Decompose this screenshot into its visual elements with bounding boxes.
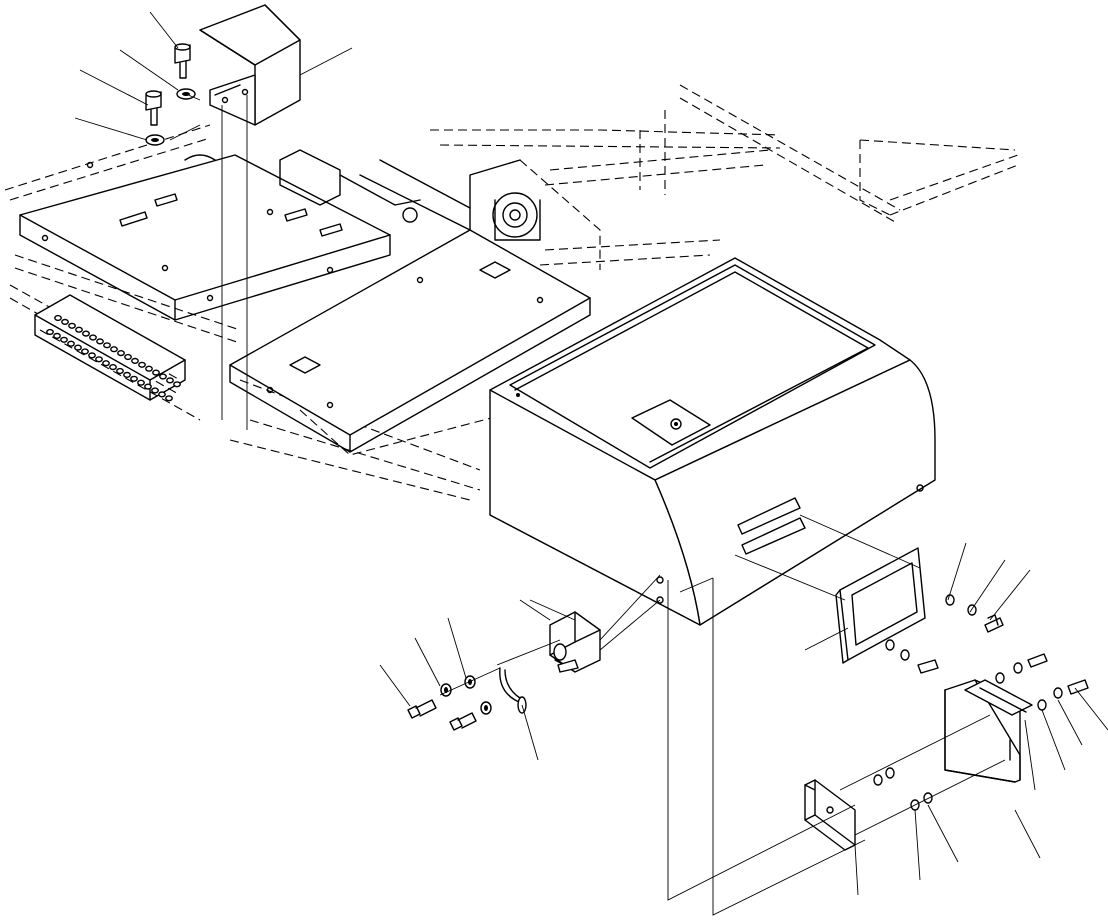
terminal-pin [116, 367, 124, 375]
terminal-pin [123, 371, 131, 379]
terminal-pin [60, 336, 68, 343]
control-panel-fasteners [995, 653, 1089, 711]
terminal-pin [152, 369, 160, 376]
assembly-guide-lines-top [169, 93, 248, 430]
terminal-pin [138, 361, 146, 368]
terminal-pin [96, 338, 104, 345]
bracket-cover-top [199, 4, 301, 126]
terminal-pin [75, 326, 83, 333]
assembly-guide-lines-lower [667, 577, 866, 916]
switch-unit [529, 574, 661, 673]
washer-switch-1 [464, 675, 476, 689]
terminal-pin [117, 350, 125, 357]
terminal-pin [53, 332, 61, 340]
gauge-frame [734, 514, 926, 664]
terminal-pin [144, 383, 152, 390]
control-panel-plate [944, 679, 1033, 783]
bolt-top-1 [174, 43, 191, 79]
terminal-pin [61, 318, 69, 326]
terminal-pin [95, 356, 103, 363]
mounting-plate-left [19, 149, 421, 321]
bolt-switch-2 [449, 712, 477, 731]
callout-leader-lines [74, 11, 1108, 896]
terminal-pin [102, 360, 110, 367]
terminal-strip [34, 294, 186, 402]
terminal-pin [137, 379, 145, 386]
bolt-top-2 [145, 90, 162, 126]
washer-top-2 [145, 134, 165, 146]
washer-switch-2 [480, 701, 492, 715]
terminal-pin [166, 377, 174, 384]
terminal-pin [109, 364, 117, 371]
gauge-frame-fasteners [885, 594, 1004, 674]
terminal-pin [68, 322, 76, 329]
terminal-pin [158, 391, 166, 398]
machine-frame-outline [4, 84, 1019, 501]
bolt-switch-1 [407, 699, 437, 719]
pivot-bearing [492, 192, 541, 241]
terminal-pin [145, 365, 153, 372]
mounting-plate-center [229, 159, 591, 453]
terminal-pin [54, 314, 62, 322]
terminal-pin [131, 357, 139, 365]
terminal-pin [89, 334, 97, 341]
terminal-pin [67, 340, 75, 347]
terminal-pin [81, 348, 89, 355]
terminal-pin [46, 328, 54, 336]
retaining-clip [496, 639, 561, 714]
console-cover [489, 257, 936, 626]
terminal-pin [88, 352, 96, 359]
guide-line-switch [439, 667, 501, 696]
support-bracket-lower [804, 779, 856, 851]
terminal-pin [74, 344, 82, 351]
support-bracket-fasteners [839, 714, 1006, 836]
terminal-pin [82, 330, 90, 337]
terminal-pin [165, 395, 173, 402]
terminal-pin [103, 342, 111, 349]
terminal-pin [173, 381, 181, 388]
terminal-pin [159, 373, 167, 380]
terminal-pin [124, 353, 132, 361]
terminal-pin [130, 375, 138, 382]
terminal-pin [151, 387, 159, 394]
terminal-pin [110, 346, 118, 353]
